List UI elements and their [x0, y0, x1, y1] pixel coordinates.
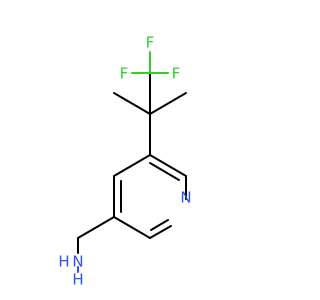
- bond-ring-c2-n1: [149, 225, 172, 239]
- atom-labels: F F F N H N H: [58, 34, 191, 289]
- bond-ring-c3-c2: [113, 216, 151, 239]
- bond-ring-c6-c5: [149, 154, 187, 177]
- bond-cq-methyl-left: [113, 92, 151, 115]
- atom-fluorine-top: F: [146, 34, 155, 52]
- atom-nitrogen-amine: N: [72, 253, 83, 271]
- bond-ring-c6-c5-inner: [149, 162, 180, 181]
- atom-nitrogen-ring: N: [180, 189, 191, 207]
- bond-group: [77, 72, 187, 254]
- molecule-canvas: F F F N H N H: [58, 33, 192, 289]
- bond-ring-c2-n1-inner: [150, 219, 169, 231]
- atom-amine-h1: H: [58, 253, 69, 271]
- bond-cq-methyl-right: [149, 92, 187, 115]
- atom-fluorine-right: F: [172, 65, 181, 83]
- molecule-structure: F F F N H N H: [58, 34, 191, 289]
- bond-ring-ch2: [77, 216, 115, 239]
- bond-ring-c5-c4: [113, 154, 151, 177]
- fluorine-bonds: [131, 51, 169, 74]
- atom-amine-h2: H: [72, 271, 83, 289]
- atom-fluorine-left: F: [120, 65, 129, 83]
